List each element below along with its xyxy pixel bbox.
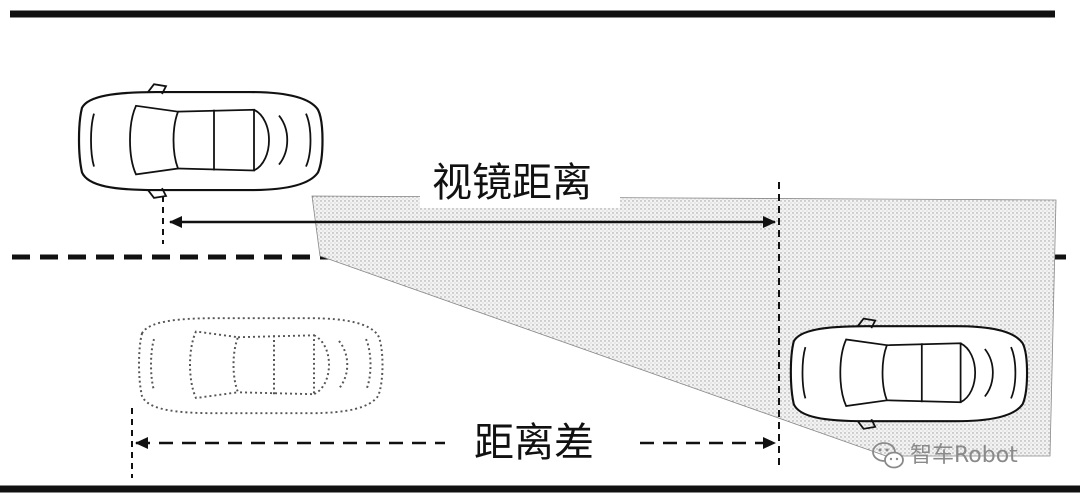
mirror-distance-label: 视镜距离 [432, 160, 592, 206]
target-car [789, 317, 1029, 430]
distance-gap-label: 距离差 [474, 420, 594, 466]
wechat-icon [872, 442, 904, 469]
watermark: 智车Robot [872, 442, 1018, 469]
own-car [77, 83, 324, 200]
watermark-text: 智车Robot [910, 443, 1018, 468]
ghost-car [138, 317, 384, 415]
